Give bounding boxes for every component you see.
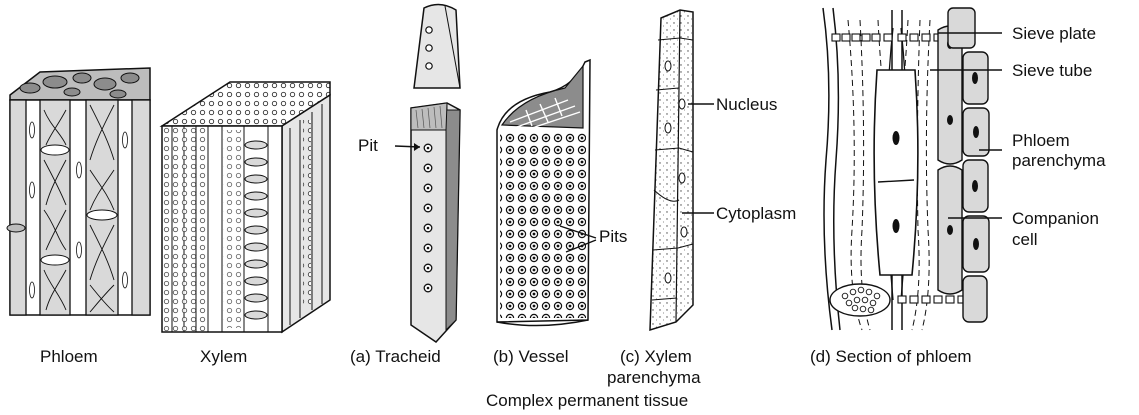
caption-phloem: Phloem	[40, 347, 98, 366]
label-companion-cell-line1: Companion	[1012, 209, 1099, 228]
label-nucleus: Nucleus	[716, 95, 777, 114]
caption-tracheid: (a) Tracheid	[350, 347, 441, 366]
label-companion-cell-line2: cell	[1012, 230, 1038, 249]
caption-xylem: Xylem	[200, 347, 247, 366]
label-phloem-parenchyma-line1: Phloem	[1012, 131, 1070, 150]
label-sieve-tube: Sieve tube	[1012, 61, 1092, 80]
caption-section-of-phloem: (d) Section of phloem	[810, 347, 972, 366]
xylem-block-drawing	[162, 82, 330, 332]
phloem-block-drawing	[7, 68, 150, 315]
label-pit: Pit	[358, 136, 378, 155]
caption-vessel: (b) Vessel	[493, 347, 569, 366]
xylem-parenchyma-drawing	[650, 10, 714, 330]
caption-xylem-parenchyma-line1: (c) Xylem	[620, 347, 692, 366]
section-of-phloem-drawing	[823, 8, 1002, 330]
caption-xylem-parenchyma-line2: parenchyma	[607, 368, 701, 387]
tracheid-drawing	[395, 4, 460, 342]
label-phloem-parenchyma-line2: parenchyma	[1012, 151, 1106, 170]
label-pits: Pits	[599, 227, 627, 246]
vessel-drawing	[497, 60, 590, 326]
label-cytoplasm: Cytoplasm	[716, 204, 796, 223]
label-sieve-plate: Sieve plate	[1012, 24, 1096, 43]
figure-title: Complex permanent tissue	[486, 391, 688, 410]
